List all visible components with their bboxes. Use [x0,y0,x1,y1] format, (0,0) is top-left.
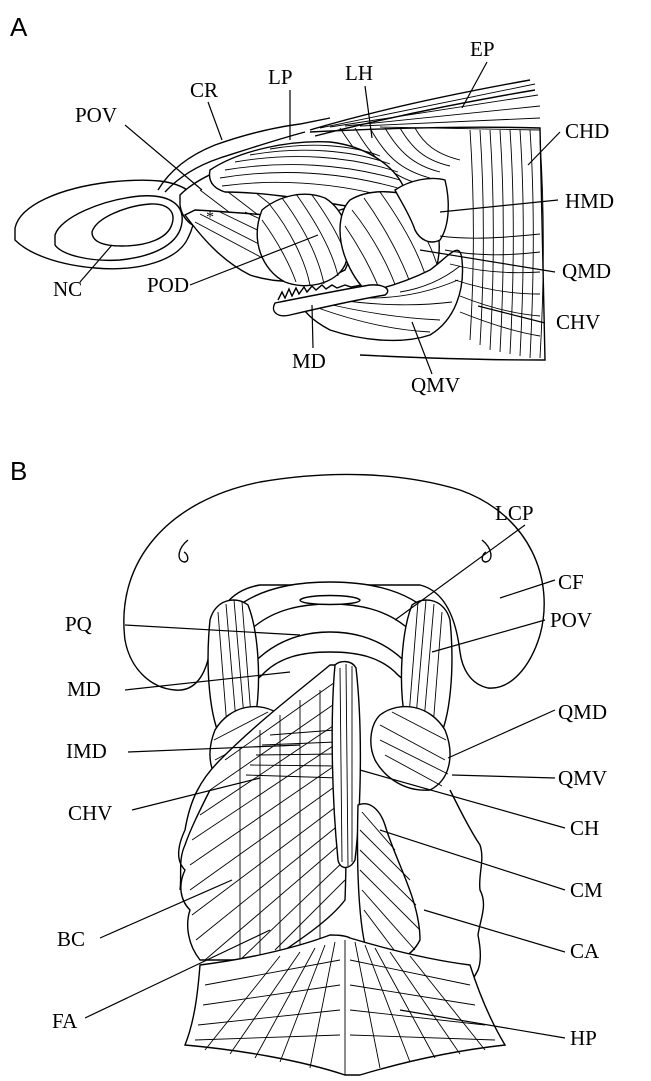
label-nc: NC [53,277,82,301]
label-pov-b: POV [550,608,592,632]
leader-chd [528,132,560,165]
label-chd: CHD [565,119,609,143]
label-qmd-a: QMD [562,259,611,283]
panel-a-letter: A [10,12,28,42]
pod-muscle [257,194,349,285]
label-ch: CH [570,816,599,840]
label-hp: HP [570,1026,597,1050]
epaxial-fibers [320,84,540,130]
label-md-b: MD [67,677,101,701]
leader-qmd-b [448,710,555,758]
label-lp: LP [268,65,293,89]
leader-ch [360,770,565,828]
cm-region [358,804,421,962]
label-imd: IMD [66,739,107,763]
leader-cr [208,102,222,140]
label-cf: CF [558,570,584,594]
panel-b-letter: B [10,456,27,486]
label-lcp: LCP [495,501,534,525]
chd-fibers [470,130,543,358]
label-qmd-b: QMD [558,700,607,724]
label-chv-a: CHV [556,310,600,334]
label-pod: POD [147,273,189,297]
label-cr: CR [190,78,218,102]
leader-qmv-b [452,775,555,778]
label-bc: BC [57,927,85,951]
label-md-a: MD [292,349,326,373]
label-qmv-a: QMV [411,373,460,397]
label-fa: FA [52,1009,78,1033]
panel-b: B [10,456,607,1075]
label-chv-b: CHV [68,801,112,825]
label-ep: EP [470,37,495,61]
label-ca: CA [570,939,600,963]
label-pov-a: POV [75,103,117,127]
leader-hmd [440,200,558,212]
label-lh: LH [345,61,373,85]
label-hmd: HMD [565,189,614,213]
lcp-notch [300,596,360,605]
label-qmv-b: QMV [558,766,607,790]
label-pq: PQ [65,612,92,636]
panel-a: A [10,12,614,397]
pov-marker: * [206,209,214,226]
leader-ca [424,910,565,952]
leader-cm [380,830,565,890]
label-cm: CM [570,878,603,902]
